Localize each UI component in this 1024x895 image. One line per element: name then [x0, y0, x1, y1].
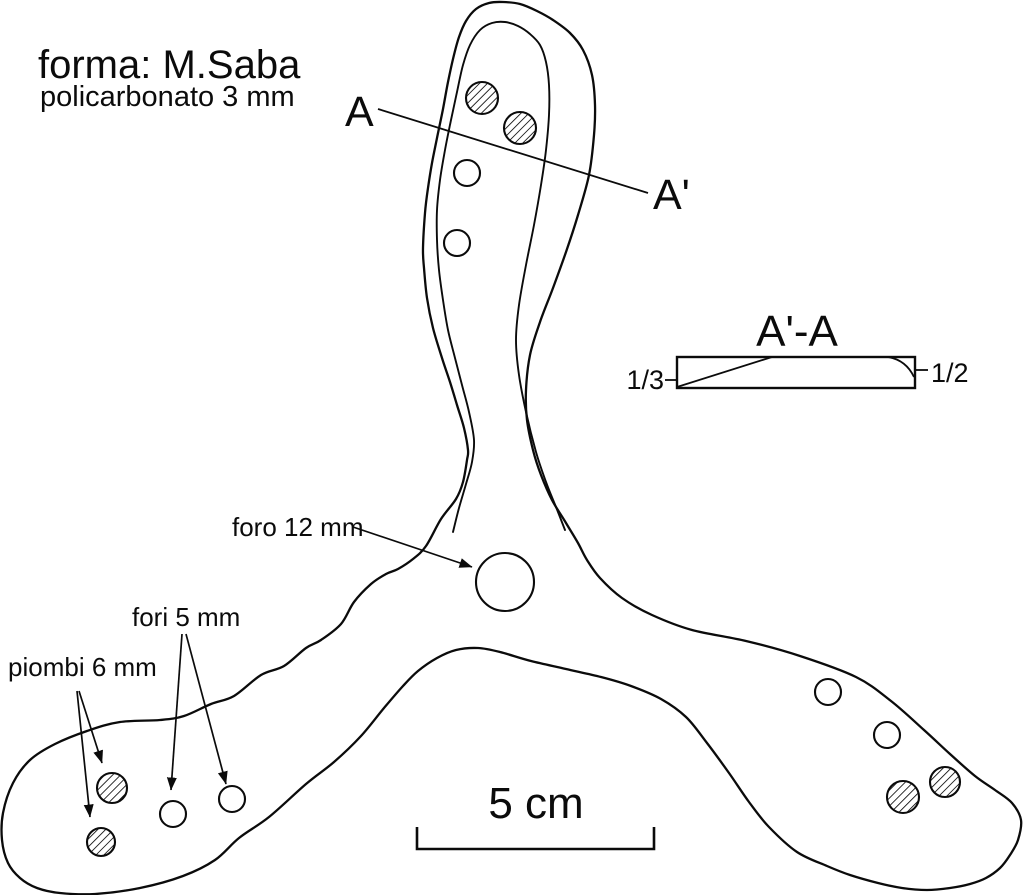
lead-weight-circle — [502, 110, 538, 146]
section-marker-a: A — [345, 88, 374, 136]
scale-bar: 5 cm — [415, 779, 656, 851]
hole-circle — [813, 677, 843, 707]
lead-weight-circle — [464, 80, 500, 116]
lead-weight-circle — [885, 779, 921, 815]
lead-weight-circle — [928, 765, 962, 799]
cross-section-left-fraction: 1/3 — [626, 365, 664, 395]
leader-lead-weight-2 — [76, 690, 94, 818]
leader-lines — [76, 526, 473, 818]
cross-section-profile — [675, 355, 917, 390]
hole-circle — [872, 720, 902, 750]
section-marker-a-prime: A' — [653, 171, 690, 219]
leader-center-hole — [352, 526, 473, 568]
cross-section-detail: A'-A 1/3 1/2 — [626, 307, 968, 395]
callout-small-holes: fori 5 mm — [132, 602, 240, 632]
leader-small-hole-2 — [185, 633, 228, 785]
hole-circle — [442, 228, 472, 258]
cross-section-bevel-line — [676, 356, 773, 388]
cross-section-rounded-edge — [887, 356, 915, 378]
callout-center-hole: foro 12 mm — [232, 512, 364, 542]
material-note: policarbonato 3 mm — [40, 81, 295, 113]
scale-bar-bracket — [415, 827, 656, 851]
lead-weight-circle — [85, 826, 117, 858]
leader-small-hole-1 — [166, 633, 183, 791]
holes-group — [85, 80, 962, 858]
hole-circle — [158, 799, 188, 829]
lead-weight-circle — [95, 771, 129, 805]
hole-circle — [217, 784, 247, 814]
hole-circle — [474, 551, 536, 613]
drawing-title: forma: M.Saba — [38, 43, 301, 87]
cross-section-title: A'-A — [756, 307, 838, 356]
leader-lead-weight-1 — [78, 690, 103, 764]
hole-circle — [452, 158, 482, 188]
callout-lead-weights: piombi 6 mm — [8, 652, 157, 682]
cross-section-right-fraction: 1/2 — [931, 358, 969, 388]
airfoil-contour-line — [435, 20, 566, 533]
section-cut-line — [377, 108, 649, 194]
scale-bar-label: 5 cm — [488, 779, 583, 828]
